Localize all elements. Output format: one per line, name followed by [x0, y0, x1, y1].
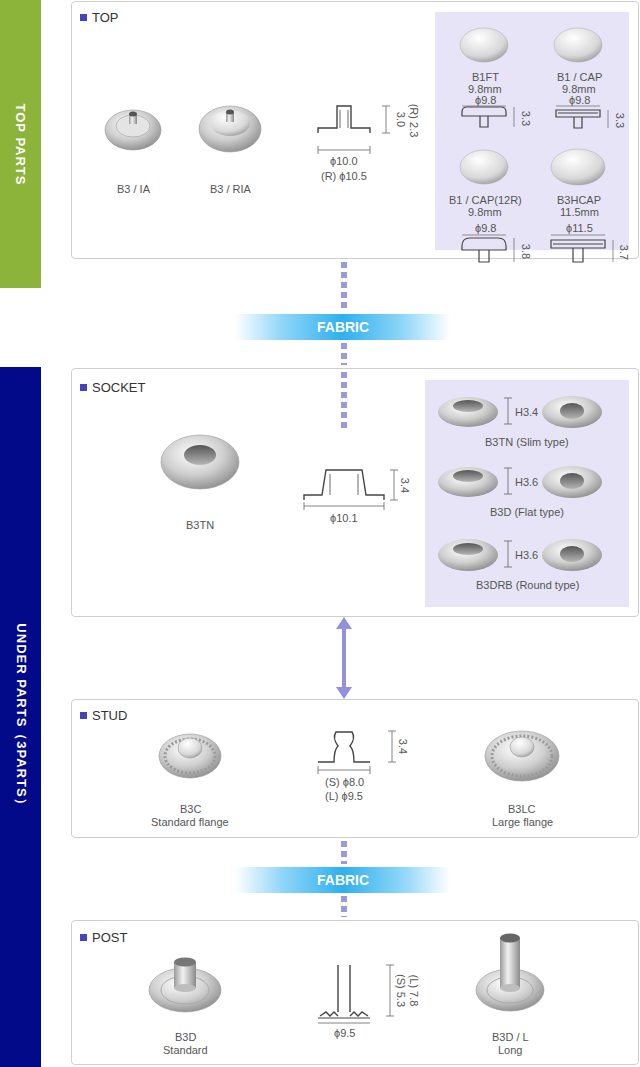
connector [344, 896, 345, 917]
variant-caption: B3TN (Slim type) [485, 436, 569, 449]
dimension: ϕ9.8 [475, 222, 496, 235]
stud-art [159, 731, 559, 781]
heading-marker [80, 384, 87, 391]
variant-caption: B3DRB (Round type) [476, 579, 579, 592]
heading-marker [80, 934, 87, 941]
part-code: B1 / CAP [557, 71, 602, 84]
fabric-label: FABRIC [317, 872, 369, 888]
dimension: ϕ10.1 [330, 512, 358, 525]
heading-marker [80, 14, 87, 21]
part-code: B3C [180, 803, 201, 816]
dimension: (S) ϕ8.0 [325, 776, 364, 789]
connector-line [341, 896, 347, 917]
part-caption: Standard [163, 1044, 208, 1057]
heading-marker [80, 712, 87, 719]
panel-heading: TOP [92, 10, 119, 25]
connector-line [342, 629, 346, 687]
part-code: B3LC [508, 803, 536, 816]
dimension: (R) ϕ10.5 [321, 170, 367, 183]
part-size: 9.8mm [468, 206, 502, 219]
dimension: (L) 7.8 [407, 975, 420, 1007]
dimension: ϕ10.0 [330, 155, 358, 168]
part-code: B3 / RIA [210, 183, 251, 196]
connector [344, 262, 345, 311]
part-size: 11.5mm [560, 206, 599, 219]
panel-heading: STUD [92, 708, 127, 723]
dimension: 3.3 [613, 113, 626, 128]
fabric-band: FABRIC [235, 867, 450, 893]
height-dimension: H3.6 [515, 549, 538, 562]
dimension: 3.3 [519, 111, 532, 126]
dimension: 3.4 [398, 478, 411, 493]
connector-line [341, 841, 347, 864]
part-code: B3TN [186, 519, 214, 532]
fabric-band: FABRIC [235, 314, 450, 340]
post-art [149, 934, 544, 1024]
fabric-label: FABRIC [317, 319, 369, 335]
part-caption: Standard flange [151, 816, 229, 829]
band-title: UNDER PARTS（3PARTS） [14, 623, 29, 811]
section-band: TOP PARTS [0, 0, 41, 288]
arrow-head [336, 617, 352, 629]
connector [344, 343, 345, 365]
panel-heading: POST [92, 930, 127, 945]
socket-art [161, 372, 602, 571]
connector-line [341, 262, 347, 311]
dimension: ϕ9.5 [334, 1027, 355, 1040]
top-parts-art [105, 28, 613, 262]
dimension: 3.7 [617, 245, 630, 260]
dimension: 3.0 [394, 112, 407, 127]
dimension: 3.8 [519, 244, 532, 259]
dimension: (R) 2.3 [407, 104, 420, 138]
height-dimension: H3.6 [515, 476, 538, 489]
dimension: ϕ11.5 [566, 222, 593, 235]
part-code: B3HCAP [557, 194, 601, 207]
part-code: B3 / IA [117, 183, 150, 196]
part-code: B3D [175, 1031, 196, 1044]
variant-caption: B3D (Flat type) [490, 506, 564, 519]
connector [344, 841, 345, 864]
dimension: 3.4 [396, 739, 409, 754]
connector [336, 617, 352, 699]
panel-heading: SOCKET [92, 380, 145, 395]
height-dimension: H3.4 [515, 406, 538, 419]
connector-line [341, 343, 347, 365]
part-code: B1 / CAP(12R) [449, 194, 522, 207]
arrow-head [336, 687, 352, 699]
part-code: B3D / L [492, 1031, 529, 1044]
dimension: ϕ9.8 [569, 94, 590, 107]
part-caption: Long [498, 1044, 522, 1057]
band-title: TOP PARTS [13, 104, 28, 186]
dimension: ϕ9.8 [475, 94, 496, 107]
dimension: (L) ϕ9.5 [325, 790, 363, 803]
dimension: (S) 5.3 [394, 974, 407, 1007]
section-band: UNDER PARTS（3PARTS） [0, 367, 41, 1067]
part-code: B1FT [472, 71, 499, 84]
part-caption: Large flange [492, 816, 553, 829]
